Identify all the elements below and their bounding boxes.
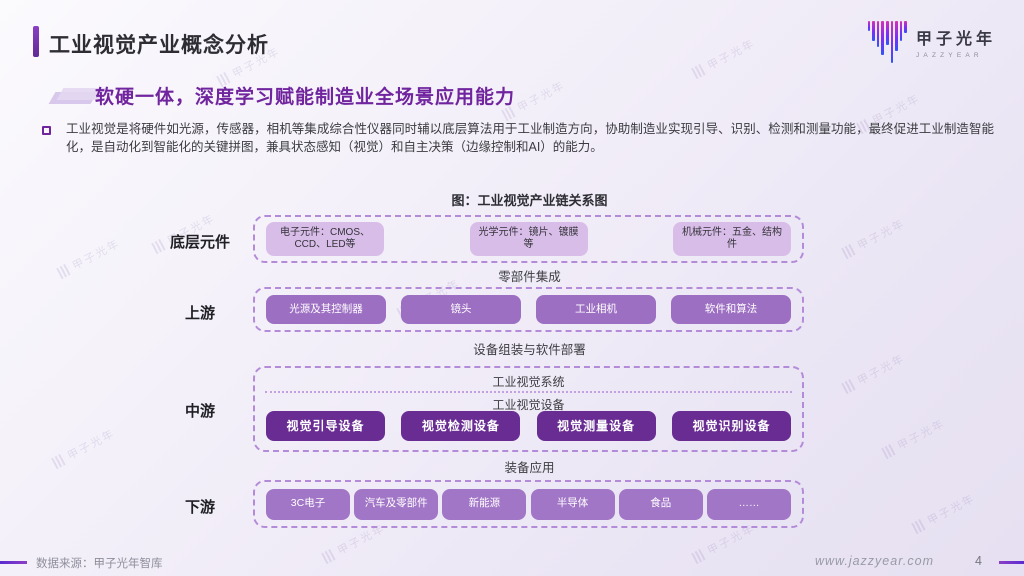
watermark-bars-icon (56, 263, 73, 280)
intro-paragraph: 工业视觉是将硬件如光源，传感器，相机等集成综合性仪器同时辅以底层算法用于工业制造… (66, 122, 994, 154)
watermark: 甲子光年 (690, 35, 758, 81)
logo-bars-icon (867, 21, 907, 65)
tier-box-upstream: 光源及其控制器 镜头 工业相机 软件和算法 (253, 287, 804, 332)
downstream-node: 3C电子 (266, 488, 350, 520)
upstream-node: 光源及其控制器 (266, 295, 386, 324)
tier-box-downstream: 3C电子 汽车及零部件 新能源 半导体 食品 …… (253, 480, 804, 528)
footer-accent-line-left (0, 561, 27, 564)
connector-label: 设备组装与软件部署 (473, 343, 586, 357)
downstream-node: 汽车及零部件 (354, 488, 439, 520)
watermark: 甲子光年 (840, 350, 908, 396)
dotted-divider (265, 391, 792, 393)
downstream-node: 食品 (618, 488, 703, 520)
brand-logo: 甲子光年 JAZZYEAR (867, 17, 996, 65)
watermark-bars-icon (841, 243, 858, 260)
watermark-bars-icon (691, 548, 708, 565)
watermark: 甲子光年 (880, 415, 948, 461)
tier-box-components: 电子元件：CMOS、CCD、LED等 光学元件：镜片、镀膜等 机械元件：五金、结… (253, 215, 804, 263)
component-node: 光学元件：镜片、镀膜等 (469, 222, 588, 256)
tier-label-midstream: 中游 (184, 403, 215, 420)
tier-label-downstream: 下游 (184, 499, 215, 516)
data-source: 数据来源：甲子光年智库 (36, 558, 163, 570)
watermark-bars-icon (881, 443, 898, 460)
tier-label-components: 底层元件 (169, 234, 230, 251)
footer-accent-line-right (999, 561, 1024, 564)
downstream-node: …… (706, 488, 791, 520)
midstream-node: 视觉识别设备 (671, 411, 791, 441)
subtitle-arrow-icon (48, 88, 106, 105)
downstream-node: 半导体 (530, 488, 615, 520)
diagram-title: 图：工业视觉产业链关系图 (451, 193, 608, 208)
watermark-bars-icon (911, 518, 928, 535)
system-layer-label: 工业视觉系统 (492, 375, 565, 389)
upstream-node: 工业相机 (536, 295, 656, 324)
watermark-bars-icon (51, 453, 68, 470)
page-title: 工业视觉产业概念分析 (49, 34, 269, 57)
upstream-node: 镜头 (401, 295, 521, 324)
watermark: 甲子光年 (55, 235, 123, 281)
slide-subtitle: 软硬一体，深度学习赋能制造业全场景应用能力 (95, 87, 516, 108)
page-number: 4 (975, 554, 982, 568)
connector-label: 装备应用 (504, 461, 555, 475)
watermark-bars-icon (321, 548, 338, 565)
watermark: 甲子光年 (50, 425, 118, 471)
watermark: 甲子光年 (840, 215, 908, 261)
watermark-bars-icon (841, 378, 858, 395)
bullet-square-icon (42, 126, 51, 135)
tier-box-midstream: 工业视觉系统 工业视觉设备 视觉引导设备 视觉检测设备 视觉测量设备 视觉识别设… (253, 366, 804, 452)
component-node: 电子元件：CMOS、CCD、LED等 (266, 222, 384, 256)
website-url: www.jazzyear.com (814, 554, 934, 568)
watermark: 甲子光年 (910, 490, 978, 536)
connector-label: 零部件集成 (498, 270, 561, 284)
logo-name: 甲子光年 (915, 31, 996, 48)
midstream-node: 视觉检测设备 (401, 411, 521, 441)
tier-label-upstream: 上游 (184, 305, 215, 322)
downstream-node: 新能源 (442, 488, 527, 520)
watermark-bars-icon (691, 63, 708, 80)
title-accent-bar (33, 26, 39, 57)
device-layer-label: 工业视觉设备 (492, 398, 565, 412)
midstream-node: 视觉测量设备 (536, 411, 656, 441)
logo-text: 甲子光年 JAZZYEAR (916, 25, 996, 59)
logo-subtitle: JAZZYEAR (915, 52, 983, 59)
upstream-node: 软件和算法 (671, 295, 791, 324)
midstream-node: 视觉引导设备 (266, 411, 385, 441)
component-node: 机械元件：五金、结构件 (673, 222, 791, 256)
